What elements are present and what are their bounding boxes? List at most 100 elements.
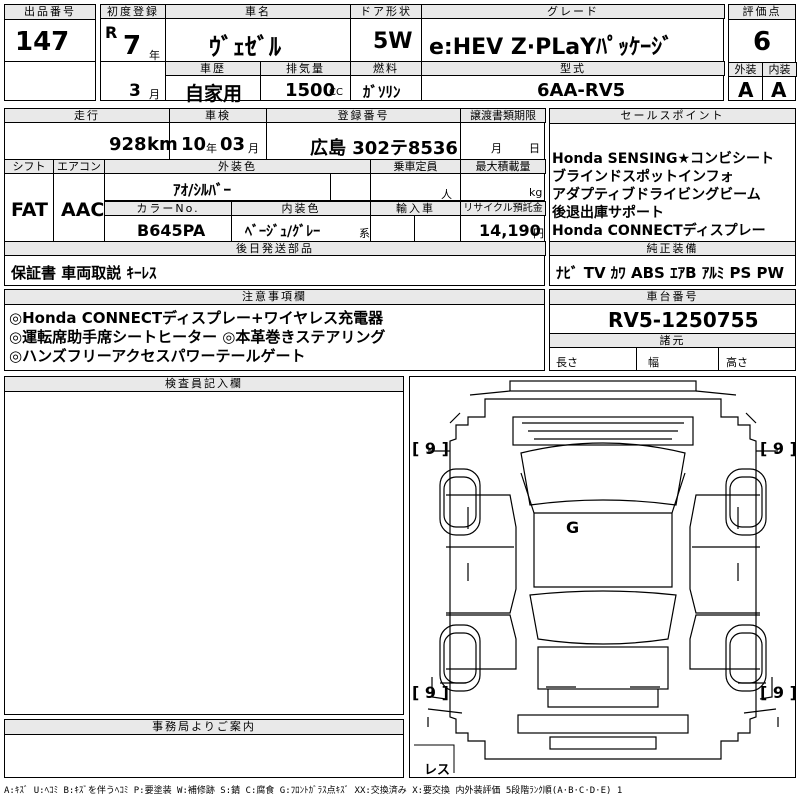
recycle-label: リサイクル預託金 (460, 201, 546, 216)
legend-text: A:ｷｽﾞ U:ﾍｺﾐ B:ｷｽﾞを伴うﾍｺﾐ P:要塗装 W:補修跡 S:錆 … (4, 786, 623, 796)
aircon-value: AAC (61, 199, 105, 221)
shift-value: FAT (11, 199, 48, 221)
interior-color-label: 内装色 (231, 201, 371, 216)
tire-rl-value: 9 (424, 683, 437, 702)
notes-label: 注意事項欄 (5, 290, 544, 305)
plate-value: 広島 302テ8536 (310, 138, 458, 159)
div-g (169, 109, 170, 159)
div-i (460, 109, 461, 241)
later-parts-label: 後日発送部品 (4, 241, 546, 256)
lot-label: 出品番号 (5, 5, 95, 20)
int-label: 内装 (762, 62, 797, 77)
sales-point-4: 後退出庫サポート (552, 205, 664, 221)
note-line-3: ◎ハンズフリーアクセスパワーテールゲート (9, 347, 306, 365)
score-value: 6 (753, 27, 772, 57)
inspection-year-unit: 年 (206, 142, 217, 155)
inspection-label: 車検 (169, 108, 267, 123)
history-value: 自家用 (185, 83, 243, 105)
transfer-day-unit: 日 (529, 142, 540, 155)
first-reg-label: 初度登録 (100, 4, 166, 19)
door-value: 5W (373, 29, 413, 54)
key-mark: レス (424, 763, 451, 778)
transfer-month-unit: 月 (491, 142, 502, 155)
div-h3 (104, 200, 544, 201)
capacity-label: 乗車定員 (370, 159, 461, 174)
inspection-year: 10 (181, 134, 207, 155)
inspection-month: 03 (220, 134, 246, 155)
mileage-value: 928 (109, 134, 147, 155)
tire-fl-value: 9 (424, 439, 437, 458)
note-line-2: ◎運転席助手席シートヒーター ◎本革巻きステアリング (9, 328, 386, 346)
tire-fr-value: 9 (772, 439, 785, 458)
car-diagram-box: [ 9 ] [ 9 ] [ 9 ] [ 9 ] G レス (409, 376, 797, 778)
inspector-box: 検査員記入欄 (4, 376, 404, 715)
first-reg-year-unit: 年 (149, 49, 160, 62)
main-spec-box: 初度登録 車名 ドア形状 グレード R 7 年 ｳﾞｪｾﾞﾙ 5W e:HEV … (100, 4, 725, 105)
div-f (421, 61, 422, 100)
div-p (718, 347, 719, 370)
notes-box: 注意事項欄 ◎Honda CONNECTディスプレー+ワイヤレス充電器 ◎運転席… (4, 289, 545, 371)
shift-label: シフト (4, 159, 54, 174)
model-label: 型式 (421, 61, 725, 76)
interior-color-suffix: 系 (359, 227, 370, 240)
max-load-label: 最大積載量 (460, 159, 546, 174)
note-line-1: ◎Honda CONNECTディスプレー+ワイヤレス充電器 (9, 309, 384, 327)
glass-mark: G (566, 518, 580, 537)
import-label: 輸入車 (370, 201, 461, 216)
sales-point-5: Honda CONNECTディスプレー (552, 223, 766, 239)
ext-label: 外装 (728, 62, 763, 77)
displacement-label: 排気量 (260, 61, 351, 76)
div-a (165, 5, 166, 100)
era: R (105, 23, 118, 42)
history-label: 車歴 (165, 61, 261, 76)
lot-value: 147 (15, 27, 70, 57)
div-m (231, 201, 232, 241)
tire-fr: [ 9 ] (760, 439, 797, 458)
dims-height: 高さ (726, 356, 748, 369)
car-name-value: ｳﾞｪｾﾞﾙ (209, 33, 281, 61)
chassis-label: 車台番号 (550, 290, 795, 305)
fuel-label: 燃料 (350, 61, 422, 76)
color-no-label: カラーNo. (104, 201, 232, 216)
tire-rr: [ 9 ] (760, 683, 797, 702)
max-load-unit: kg (529, 186, 543, 199)
displacement-value: 1500 (285, 80, 336, 101)
first-reg-month: 3 (129, 81, 141, 101)
office-label: 事務局よりご案内 (5, 720, 403, 735)
detail-box: 走行 車検 登録番号 譲渡書類期限 928 km 10 年 03 月 広島 30… (4, 108, 546, 286)
div-b (350, 5, 351, 61)
chassis-value: RV5-1250755 (608, 308, 759, 332)
score-label: 評価点 (729, 5, 795, 20)
sales-point-3: アダプティブドライビングビーム (552, 187, 761, 203)
div-score (762, 62, 763, 100)
exterior-color-label: 外装色 (104, 159, 371, 174)
int-value: A (771, 78, 787, 102)
score-box: 評価点 6 外装 内装 A A (728, 4, 797, 102)
capacity-unit: 人 (441, 188, 452, 201)
inspection-month-unit: 月 (248, 142, 259, 155)
mileage-label: 走行 (4, 108, 170, 123)
later-parts-value: 保証書 車両取説 ｷｰﾚｽ (11, 264, 157, 282)
lot-divider (5, 61, 95, 62)
transfer-label: 譲渡書類期限 (460, 108, 546, 123)
mileage-unit: km (147, 134, 178, 155)
div-e (350, 61, 351, 100)
sales-point-2: ブラインドスポットインフォ (552, 169, 734, 185)
equipment-label: 純正装備 (549, 241, 796, 256)
div-l2 (330, 174, 331, 200)
tire-rl: [ 9 ] (412, 683, 449, 702)
div-o (636, 347, 637, 370)
car-name-label: 車名 (165, 4, 351, 19)
sales-points-box: セールスポイント Honda SENSING★コンビシート ブラインドスポットイ… (549, 108, 796, 286)
equipment-value: ﾅﾋﾞ TV ｶﾜ ABS ｴｱB ｱﾙﾐ PS PW (556, 264, 785, 282)
chassis-box: 車台番号 RV5-1250755 諸元 長さ 幅 高さ (549, 289, 796, 371)
inspector-label: 検査員記入欄 (5, 377, 403, 392)
car-diagram (414, 380, 779, 773)
displacement-unit: CC (329, 87, 343, 98)
interior-color-value: ﾍﾞｰｼﾞｭ/ｸﾞﾚｰ (245, 224, 321, 240)
recycle-unit: 円 (533, 227, 544, 240)
recycle-value: 14,190 (479, 221, 541, 240)
div-h (266, 109, 267, 159)
ext-value: A (738, 78, 754, 102)
lot-box: 出品番号 147 (4, 4, 96, 101)
